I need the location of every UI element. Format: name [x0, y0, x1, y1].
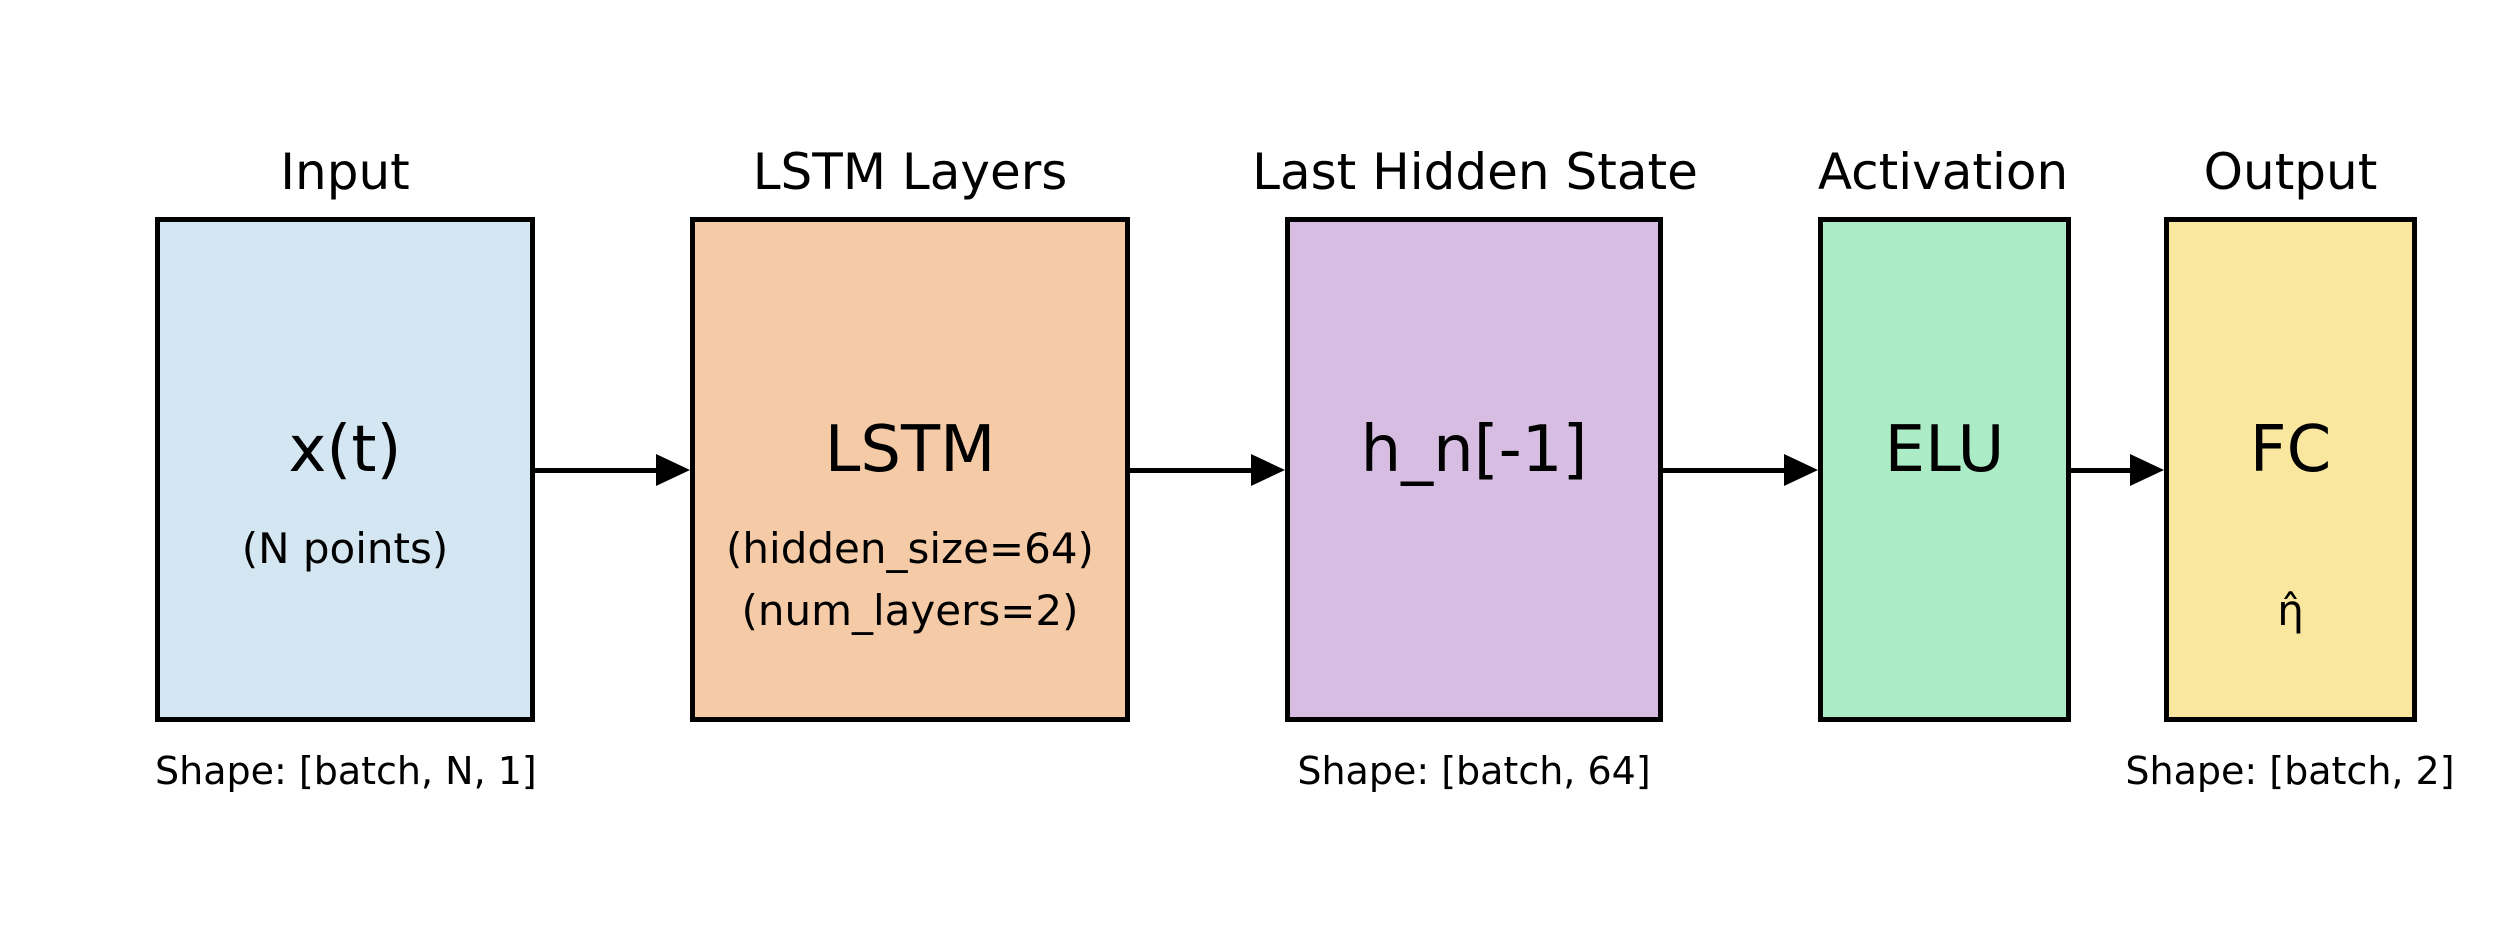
lstm-num-layers-label: (num_layers=2): [741, 586, 1079, 635]
lstm-block: [690, 217, 1130, 722]
activation-label: ELU: [1884, 413, 2005, 487]
input-title: Input: [280, 143, 410, 201]
lstm-hidden-size-label: (hidden_size=64): [726, 524, 1094, 573]
arrow-head: [2130, 454, 2164, 486]
output-title: Output: [2203, 143, 2378, 201]
arrow-head: [1784, 454, 1818, 486]
hidden-title: Last Hidden State: [1252, 143, 1698, 201]
hidden-block: [1285, 217, 1663, 722]
output-eta-hat-label: η̂: [2277, 586, 2304, 635]
hidden-label: h_n[-1]: [1360, 413, 1588, 487]
hidden-shape-label: Shape: [batch, 64]: [1297, 749, 1651, 793]
arrow-activation-to-output: [2071, 450, 2164, 490]
arrow-head: [1251, 454, 1285, 486]
output-block: [2164, 217, 2417, 722]
input-label: x(t): [288, 413, 402, 487]
arrow-head: [656, 454, 690, 486]
arrow-lstm-to-hidden: [1130, 450, 1285, 490]
output-shape-label: Shape: [batch, 2]: [2125, 749, 2455, 793]
arrow-shaft: [2071, 467, 2136, 473]
arrow-shaft: [535, 467, 660, 473]
output-label: FC: [2249, 413, 2332, 487]
arrow-hidden-to-activation: [1663, 450, 1818, 490]
input-shape-label: Shape: [batch, N, 1]: [155, 749, 537, 793]
arrow-shaft: [1663, 467, 1788, 473]
activation-title: Activation: [1817, 143, 2069, 201]
lstm-label: LSTM: [824, 413, 996, 487]
lstm-title: LSTM Layers: [752, 143, 1068, 201]
input-block: [155, 217, 535, 722]
arrow-input-to-lstm: [535, 450, 690, 490]
activation-block: [1818, 217, 2071, 722]
input-sub-label: (N points): [241, 524, 449, 573]
arrow-shaft: [1130, 467, 1255, 473]
